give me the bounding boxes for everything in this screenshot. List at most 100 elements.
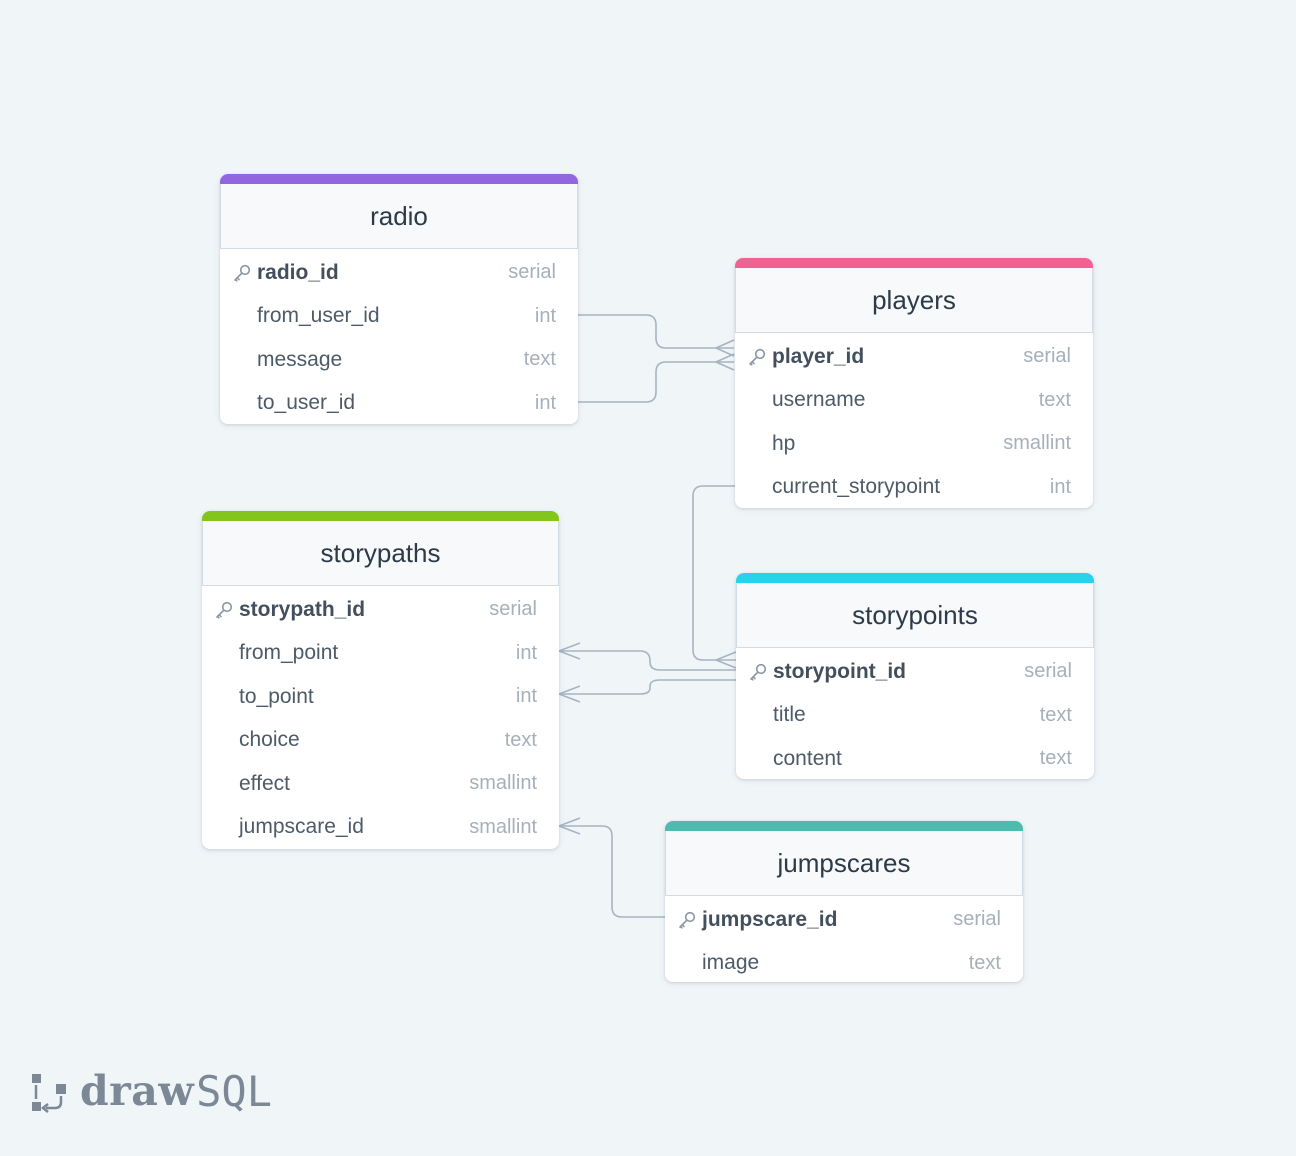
column-type: text: [1038, 388, 1071, 411]
table-radio[interactable]: radio radio_id serial from_user_id int messa…: [220, 174, 578, 424]
crowfoot-players-upper: [715, 339, 735, 357]
table-title: players: [872, 284, 956, 315]
rel-jumpscare-id-to-jumpscares: [559, 825, 665, 918]
table-header[interactable]: jumpscares: [665, 831, 1023, 896]
table-jumpscares[interactable]: jumpscares jumpscare_id serial image text: [665, 821, 1023, 982]
column-row-jumpscare-id[interactable]: jumpscare_id serial: [665, 898, 1023, 942]
key-slot-empty: [748, 749, 773, 769]
column-name: jumpscare_id: [702, 907, 838, 931]
column-name: message: [257, 347, 343, 371]
column-type: int: [534, 304, 556, 327]
column-row-image[interactable]: image text: [665, 942, 1023, 983]
key-slot-empty: [748, 705, 773, 725]
crowfoot-players-lower: [715, 353, 735, 371]
column-row-choice[interactable]: choice text: [202, 719, 559, 763]
column-type: serial: [1023, 345, 1071, 368]
rel-current-storypoint-to-storypoint-id: [692, 485, 736, 661]
key-slot-empty: [232, 350, 257, 370]
column-type: text: [1039, 747, 1072, 770]
key-slot-empty: [747, 434, 772, 454]
column-type: int: [515, 685, 537, 708]
column-row-username[interactable]: username text: [735, 379, 1093, 423]
crowfoot-storypaths-to-point: [558, 685, 581, 703]
column-type: smallint: [469, 772, 537, 795]
key-slot-empty: [747, 390, 772, 410]
column-type: text: [1039, 703, 1072, 726]
key-icon: [232, 263, 257, 283]
column-name: title: [773, 703, 806, 727]
key-slot-empty: [232, 393, 257, 413]
table-header[interactable]: storypoints: [736, 583, 1094, 648]
key-icon: [747, 347, 772, 367]
column-name: radio_id: [257, 260, 339, 284]
table-color-bar: [202, 511, 559, 521]
table-header[interactable]: players: [735, 268, 1093, 333]
column-row-current-storypoint[interactable]: current_storypoint int: [735, 466, 1093, 509]
column-list: jumpscare_id serial image text: [665, 896, 1023, 982]
key-slot-empty: [214, 687, 239, 707]
column-name: to_user_id: [257, 391, 356, 415]
column-name: username: [772, 388, 866, 412]
column-name: choice: [239, 728, 300, 752]
logo-wordmark-draw: draw: [80, 1067, 195, 1115]
key-slot-empty: [214, 730, 239, 750]
column-type: smallint: [469, 815, 537, 838]
drawsql-logo: draw SQL: [30, 1066, 272, 1116]
column-type: serial: [953, 908, 1001, 931]
column-type: text: [968, 951, 1001, 974]
key-slot-empty: [214, 774, 239, 794]
column-type: int: [1049, 475, 1071, 498]
column-row-from-user-id[interactable]: from_user_id int: [220, 295, 578, 339]
column-name: from_user_id: [257, 304, 380, 328]
rel-from-point-to-storypoint-id: [559, 650, 736, 671]
key-icon: [677, 910, 702, 930]
column-name: to_point: [239, 684, 314, 708]
key-icon: [748, 662, 773, 682]
column-name: jumpscare_id: [239, 815, 364, 839]
key-slot-empty: [214, 817, 239, 837]
key-slot-empty: [214, 643, 239, 663]
key-icon: [214, 600, 239, 620]
column-name: current_storypoint: [772, 475, 941, 499]
column-row-title[interactable]: title text: [736, 694, 1094, 738]
column-row-jumpscare-id[interactable]: jumpscare_id smallint: [202, 806, 559, 850]
column-type: int: [515, 641, 537, 664]
table-header[interactable]: storypaths: [202, 521, 559, 586]
table-title: radio: [370, 200, 428, 231]
column-name: image: [702, 951, 760, 975]
table-header[interactable]: radio: [220, 184, 578, 249]
table-title: jumpscares: [777, 847, 911, 878]
column-name: storypoint_id: [773, 659, 907, 683]
table-color-bar: [220, 174, 578, 184]
rel-to-user-id-to-player-id: [578, 361, 734, 403]
rel-from-user-id-to-player-id: [578, 314, 734, 349]
logo-wordmark-sql: SQL: [196, 1066, 272, 1116]
column-row-to-point[interactable]: to_point int: [202, 675, 559, 719]
key-slot-empty: [747, 477, 772, 497]
column-type: serial: [508, 261, 556, 284]
table-color-bar: [736, 573, 1094, 583]
rel-to-point-to-storypoint-id: [559, 679, 736, 695]
column-type: text: [504, 728, 537, 751]
table-color-bar: [735, 258, 1093, 268]
column-type: smallint: [1003, 432, 1071, 455]
column-row-radio-id[interactable]: radio_id serial: [220, 251, 578, 295]
